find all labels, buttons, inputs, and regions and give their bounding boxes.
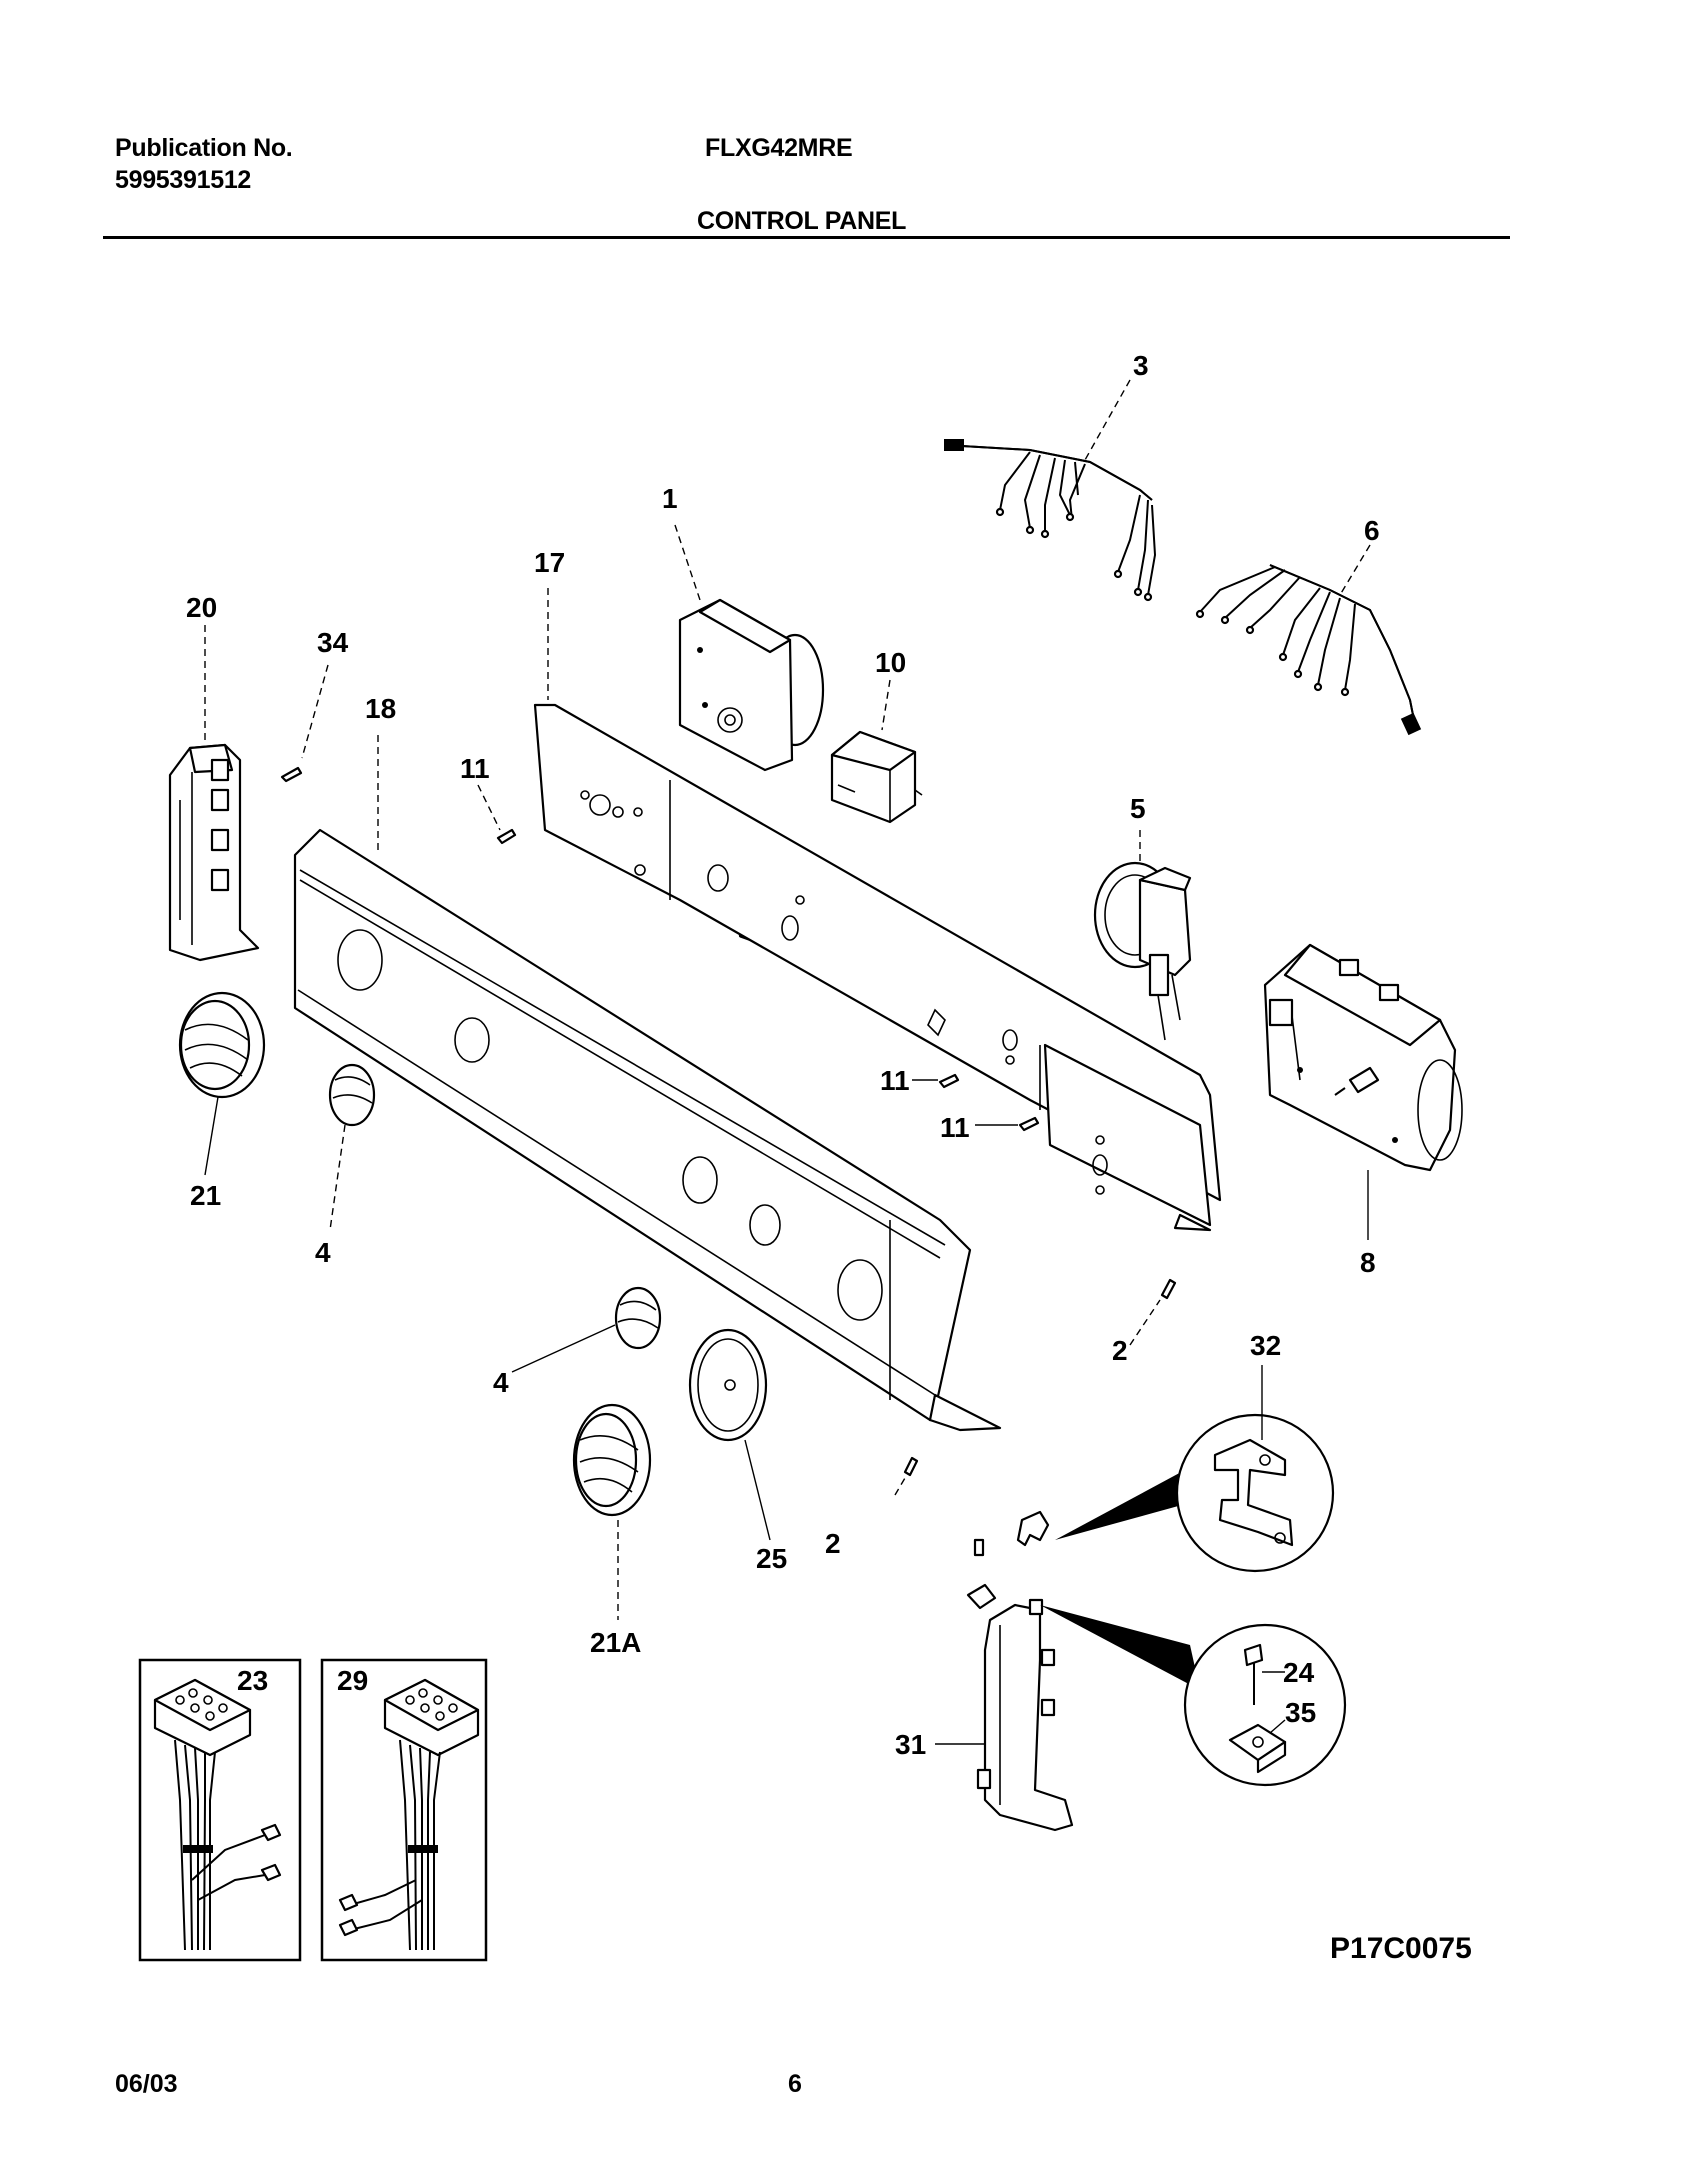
part-11-screw-b xyxy=(938,1073,960,1089)
publication-number: 5995391512 xyxy=(115,166,252,194)
callout-8: 8 xyxy=(1360,1247,1376,1278)
part-21-knob xyxy=(178,991,266,1099)
callout-2-upper: 2 xyxy=(1112,1335,1128,1366)
callout-25: 25 xyxy=(756,1543,787,1574)
callout-21a: 21A xyxy=(590,1627,641,1658)
callout-10: 10 xyxy=(875,647,906,678)
callout-24: 24 xyxy=(1283,1657,1315,1688)
leader-34 xyxy=(301,664,329,759)
part-4-knob-lower xyxy=(614,1286,662,1350)
leader-25 xyxy=(744,1439,771,1541)
part-11-screw-c xyxy=(1018,1116,1040,1132)
callout-35: 35 xyxy=(1285,1697,1316,1728)
leader-2b xyxy=(894,1477,906,1496)
callout-20: 20 xyxy=(186,592,217,623)
callout-5: 5 xyxy=(1130,793,1146,824)
leader-11a xyxy=(477,784,501,831)
part-3-wire-harness xyxy=(944,439,1157,602)
part-8-timer xyxy=(1263,943,1463,1172)
callout-2-lower: 2 xyxy=(825,1528,841,1559)
section-title: CONTROL PANEL xyxy=(697,207,907,235)
part-32-clip xyxy=(973,1413,1335,1573)
part-2-screw-upper xyxy=(1160,1278,1177,1300)
part-20-end-bracket xyxy=(168,743,260,962)
callout-1: 1 xyxy=(662,483,678,514)
part-6-wire-harness xyxy=(1195,564,1422,736)
header-rule xyxy=(103,236,1510,239)
callout-31: 31 xyxy=(895,1729,926,1760)
footer-date: 06/03 xyxy=(115,2070,178,2098)
part-18-control-panel xyxy=(293,828,1002,1432)
leader-3 xyxy=(1084,379,1131,461)
part-4-knob-upper xyxy=(328,1063,376,1127)
callout-4-lower: 4 xyxy=(493,1367,509,1398)
part-2-screw-lower xyxy=(903,1456,919,1477)
callout-11-upper: 11 xyxy=(460,753,490,784)
callout-23: 23 xyxy=(237,1665,268,1696)
leader-35 xyxy=(1269,1719,1286,1734)
callout-11-middle: 11 xyxy=(880,1065,910,1096)
callout-32: 32 xyxy=(1250,1330,1281,1361)
publication-label: Publication No. xyxy=(115,134,293,162)
part-25-dial-skirt xyxy=(688,1328,768,1442)
part-23-wiring-inset xyxy=(138,1658,302,1962)
part-21a-knob xyxy=(572,1403,652,1517)
part-10-switch xyxy=(830,730,923,824)
leader-21 xyxy=(204,1096,219,1176)
callout-34: 34 xyxy=(317,627,349,658)
callout-4-upper: 4 xyxy=(315,1237,331,1268)
part-29-wiring-inset xyxy=(320,1658,488,1962)
drawing-code: P17C0075 xyxy=(1330,1932,1472,1965)
callout-21: 21 xyxy=(190,1180,221,1211)
leader-4b xyxy=(511,1324,616,1373)
part-34-screw xyxy=(280,766,303,783)
part-31-bracket xyxy=(966,1583,1347,1832)
leader-1 xyxy=(674,524,701,601)
callout-3: 3 xyxy=(1133,350,1149,381)
callout-6: 6 xyxy=(1364,515,1380,546)
callout-18: 18 xyxy=(365,693,396,724)
model-number: FLXG42MRE xyxy=(705,134,853,162)
part-11-screw-a xyxy=(496,828,517,845)
callout-11-lower: 11 xyxy=(940,1112,970,1143)
part-17-rear-panel xyxy=(533,703,1222,1232)
callout-17: 17 xyxy=(534,547,565,578)
callout-29: 29 xyxy=(337,1665,368,1696)
page-number: 6 xyxy=(788,2070,802,2098)
leader-10 xyxy=(881,679,891,731)
part-5-pressure-switch xyxy=(1093,861,1192,1041)
leader-6 xyxy=(1339,544,1371,596)
leader-4a xyxy=(329,1124,346,1231)
leader-2a xyxy=(1129,1299,1161,1346)
